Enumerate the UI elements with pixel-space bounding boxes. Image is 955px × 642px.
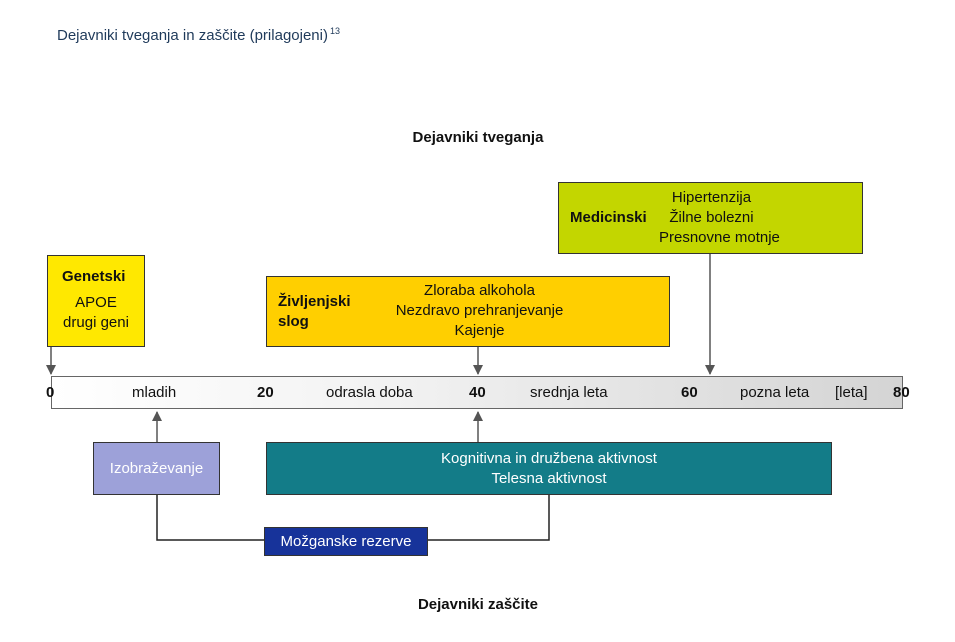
reserve-label: Možganske rezerve — [280, 533, 412, 550]
education-box: Izobraževanje — [93, 442, 220, 495]
lifestyle-factors-box: Življenjski slog Zloraba alkohola Nezdra… — [266, 276, 670, 347]
stage-label: mladih — [132, 384, 177, 401]
genetic-item: drugi geni — [63, 314, 129, 331]
brain-reserve-box: Možganske rezerve — [264, 527, 428, 556]
lifestyle-label: slog — [278, 313, 309, 330]
tick-label: 20 — [257, 384, 274, 401]
stage-label: srednja leta — [530, 384, 608, 401]
age-timeline — [51, 376, 903, 409]
tick-label: 40 — [469, 384, 486, 401]
medical-label: Medicinski — [570, 209, 647, 226]
activity-item: Telesna aktivnost — [491, 470, 607, 487]
lifestyle-item: Zloraba alkohola — [424, 282, 535, 299]
lifestyle-item: Nezdravo prehranjevanje — [395, 302, 564, 319]
activity-box: Kognitivna in družbena aktivnost Telesna… — [266, 442, 832, 495]
protective-factors-heading: Dejavniki zaščite — [417, 596, 539, 613]
genetic-label: Genetski — [62, 268, 126, 285]
genetic-factors-box: Genetski APOE drugi geni — [47, 255, 145, 347]
stage-label: pozna leta — [740, 384, 810, 401]
education-label: Izobraževanje — [109, 460, 204, 477]
tick-label: 60 — [681, 384, 698, 401]
medical-item: Žilne bolezni — [669, 209, 754, 226]
medical-item: Presnovne motnje — [659, 229, 780, 246]
reference-number: 13 — [329, 26, 340, 36]
genetic-item: APOE — [75, 294, 117, 311]
lifestyle-label: Življenjski — [278, 293, 351, 310]
stage-label: odrasla doba — [326, 384, 413, 401]
tick-label: 0 — [46, 384, 55, 401]
unit-label: [leta] — [835, 384, 868, 401]
tick-label: 80 — [893, 384, 910, 401]
page-title: Dejavniki tveganja in zaščite (prilagoje… — [57, 26, 340, 44]
activity-item: Kognitivna in družbena aktivnost — [441, 450, 657, 467]
medical-factors-box: Medicinski Hipertenzija Žilne bolezni Pr… — [558, 182, 863, 254]
lifestyle-item: Kajenje — [454, 322, 505, 339]
medical-item: Hipertenzija — [671, 189, 752, 206]
risk-factors-heading: Dejavniki tveganja — [412, 129, 544, 146]
